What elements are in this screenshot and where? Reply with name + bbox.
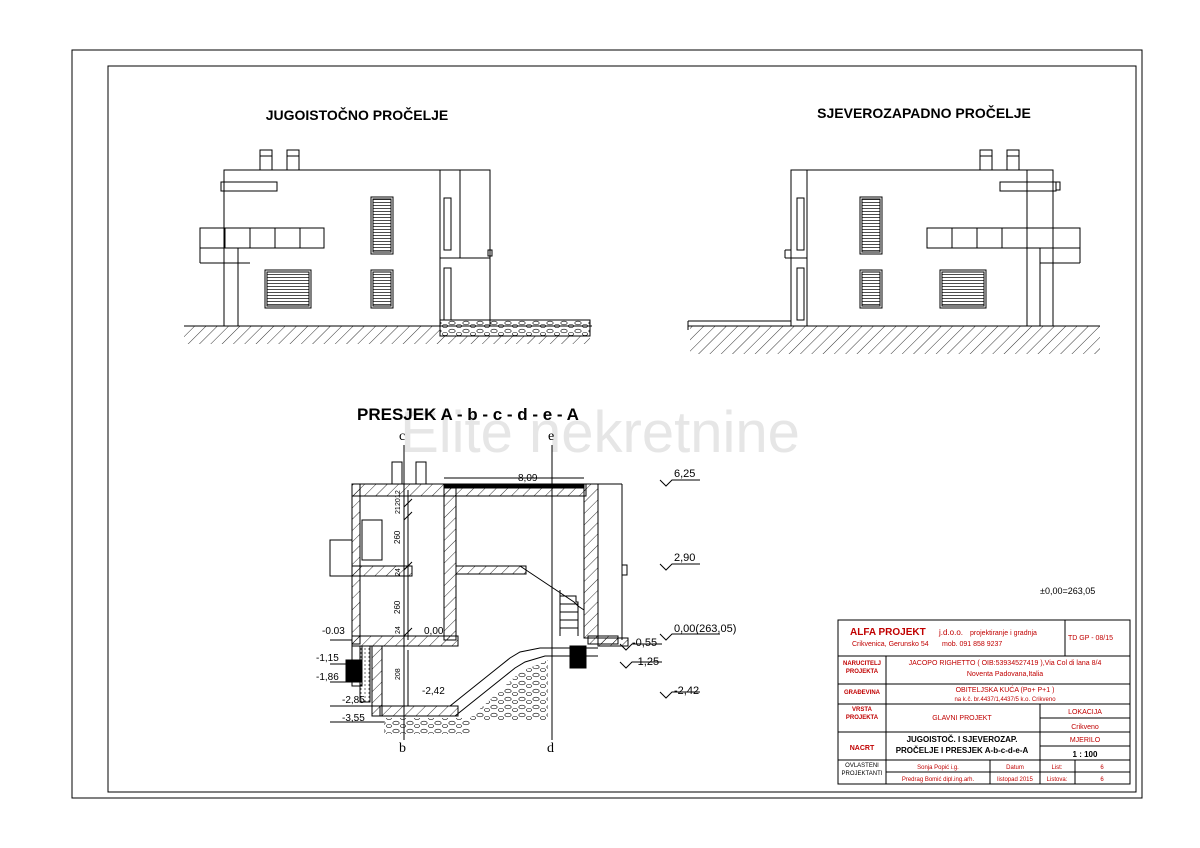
level-minus-1-15: -1,15 [316,653,339,664]
level-0-00-abs: 0,00(263,05) [674,623,736,635]
company-address: Crikvenica, Gerunsko 54 [852,641,929,648]
drawing-line-1: JUGOISTOČ. I SJEVEROZAP. [907,735,1018,744]
roof-width-dimension: 8,09 [518,473,538,484]
level-minus-3-55: -3,55 [342,713,365,724]
southeast-elevation [184,149,592,344]
level-minus-2-42-right: -2,42 [674,685,699,697]
sheets-label: Listova: [1047,777,1068,783]
northwest-elevation [687,149,1100,354]
level-minus-1-25: -1,25 [634,656,659,668]
company-phone: mob. 091 858 9237 [942,641,1002,648]
scale-value: 1 : 100 [1073,750,1098,759]
section-mark-d: d [547,741,554,756]
level-minus-0-55: -0,55 [632,637,657,649]
level-minus-2-85: -2,85 [342,695,365,706]
date-value: listopad 2015 [997,777,1033,783]
inner-frame [107,65,1137,793]
drawing-label: NACRT [850,745,875,752]
dim-12: 12 [395,490,402,498]
title-northwest-elevation: SJEVEROZAPADNO PROČELJE [817,104,1031,121]
section-mark-b: b [399,741,406,756]
level-markers-right [619,479,720,699]
investor-line-2: Noventa Padovana,Italia [967,671,1043,678]
title-block [837,619,1131,785]
level-0-00-inner: 0,00 [424,626,444,637]
designer-1: Sonja Popić i.g. [917,765,959,771]
project-type-value: GLAVNI PROJEKT [932,715,992,722]
level-6-25: 6,25 [674,468,695,480]
company-suffix: j.d.o.o. [938,628,963,637]
dim-24-upper: 24 [395,568,402,576]
scale-label: MJERILO [1070,737,1101,744]
authorized-label: OVLAŠTENI PROJEKTANTI [841,763,883,777]
dim-260-lower: 260 [393,600,402,614]
watermark: Elite nekretnine [400,400,800,465]
absolute-level-note: ±0,00=263,05 [1040,586,1095,596]
outer-frame [71,49,1143,799]
project-type-label: VRSTA PROJEKTA [845,707,879,721]
investor-label: NARUČITELJ PROJEKTA [842,661,881,675]
title-section: PRESJEK A - b - c - d - e - A [357,405,579,424]
section-mark-e: e [548,429,554,444]
document-code: TD GP - 08/15 [1068,635,1113,642]
dim-20: 20 [395,498,402,506]
sheet-label: List: [1051,765,1062,771]
section-drawing [329,445,629,740]
investor-line-1: JACOPO RIGHETTO ( OIB:53934527419 ),Via … [909,660,1102,667]
designer-2: Predrag Bomić dipl.ing.arh. [902,777,975,783]
level-minus-2-42-inner: -2,42 [422,686,445,697]
section-mark-c: c [399,429,405,444]
title-southeast-elevation: JUGOISTOČNO PROČELJE [266,106,449,123]
dim-208: 208 [395,668,402,680]
location-label: LOKACIJA [1068,709,1102,716]
level-minus-1-86: -1,86 [316,672,339,683]
date-label: Datum [1006,765,1024,771]
dim-260-upper: 260 [393,530,402,544]
level-minus-0-03: -0.03 [322,626,345,637]
level-2-90: 2,90 [674,552,695,564]
company-activity: projektiranje i gradnja [970,630,1037,637]
building-line-1: OBITELJSKA KUĆA (Po+ P+1 ) [956,685,1055,694]
sheets-value: 6 [1100,777,1104,783]
building-line-2: na k.č. br.4437/1,4437/5 k.o. Crikveno [954,697,1056,703]
dim-24-lower: 24 [395,626,402,634]
title-block-text: ALFA PROJEKT j.d.o.o. projektiranje i gr… [841,627,1114,783]
company-name: ALFA PROJEKT [850,627,926,638]
sheet-value: 6 [1100,765,1104,771]
dim-21: 21 [395,506,402,514]
drawing-line-2: PROČELJE I PRESJEK A-b-c-d-e-A [896,746,1029,755]
building-label: GRAĐEVINA [844,690,881,696]
location-value: Crikveno [1071,724,1099,731]
